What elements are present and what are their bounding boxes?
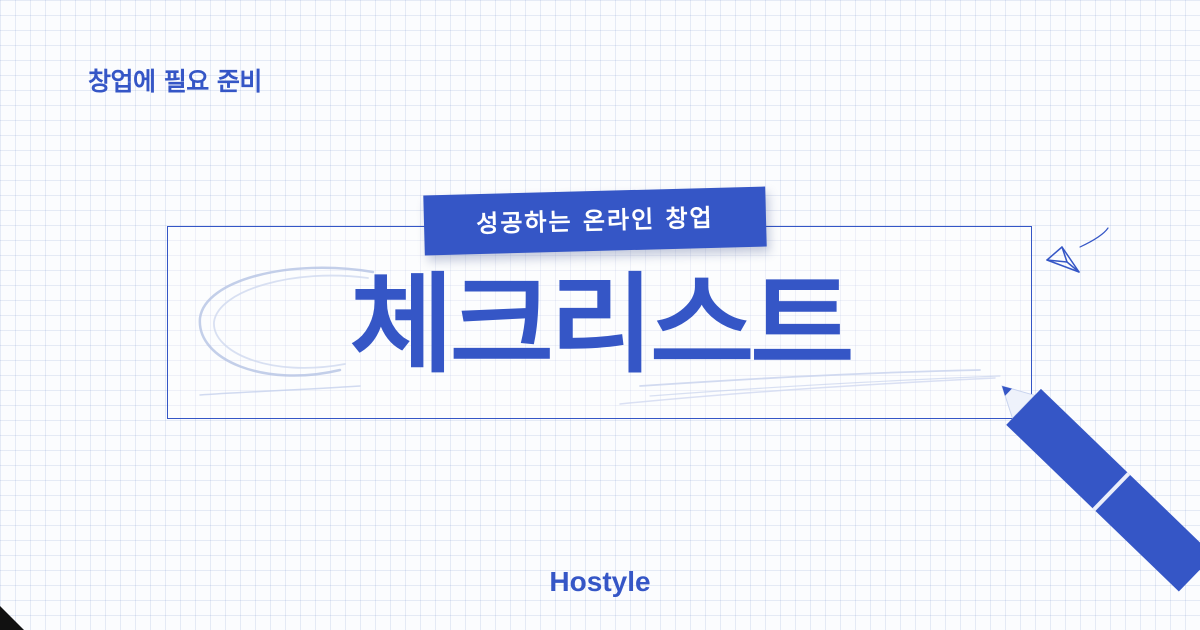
- main-title: 체크리스트: [349, 263, 855, 388]
- title-frame: [167, 226, 1032, 419]
- top-label: 창업에 필요 준비: [88, 67, 262, 96]
- subtitle-text: 성공하는 온라인 창업: [475, 203, 715, 239]
- brand-logo: Hostyle: [549, 566, 651, 597]
- subtitle-ribbon: 성공하는 온라인 창업: [423, 186, 767, 256]
